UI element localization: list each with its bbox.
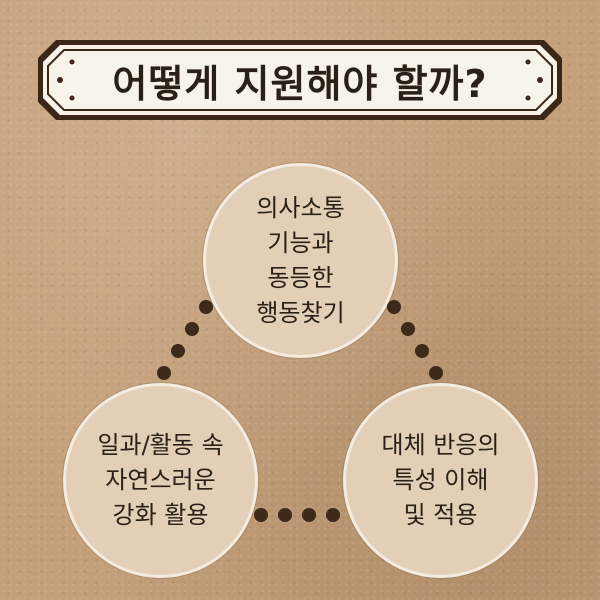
circle-right-line-1: 대체 반응의: [381, 431, 500, 459]
connector-dot: [171, 344, 185, 358]
page-title: 어떻게 지원해야 할까?: [112, 61, 488, 106]
circle-top-line-3: 동등한: [267, 263, 334, 292]
connector-dot: [429, 366, 443, 380]
title-banner: 어떻게 지원해야 할까?: [38, 40, 562, 120]
circle-top-line-2: 기능과: [267, 228, 334, 257]
banner-rivet-right: [537, 77, 543, 83]
circle-top-line-4: 행동찾기: [256, 298, 345, 327]
connector-dot: [199, 300, 213, 314]
connector-dot: [302, 508, 316, 522]
connector-dot: [185, 322, 199, 336]
circle-left-line-1: 일과/활동 속: [97, 431, 224, 459]
connector-dot: [387, 300, 401, 314]
circle-left-line-3: 강화 활용: [112, 501, 209, 529]
circle-reinforcement: 일과/활동 속 자연스러운 강화 활용: [63, 383, 258, 578]
circle-top-line-1: 의사소통: [256, 193, 345, 222]
connector-dot: [326, 508, 340, 522]
connector-dot: [254, 508, 268, 522]
circle-right-line-2: 특성 이해: [392, 466, 489, 494]
circle-left-line-2: 자연스러운: [105, 466, 216, 494]
circle-alternative-response: 대체 반응의 특성 이해 및 적용: [343, 383, 538, 578]
circle-right-line-3: 및 적용: [403, 501, 478, 529]
banner-rivet-left: [57, 77, 63, 83]
connector-dot: [401, 322, 415, 336]
connector-dot: [415, 344, 429, 358]
circle-communication: 의사소통 기능과 동등한 행동찾기: [203, 163, 398, 358]
connector-dot: [157, 366, 171, 380]
banner-frame: [38, 40, 562, 120]
connector-dot: [278, 508, 292, 522]
